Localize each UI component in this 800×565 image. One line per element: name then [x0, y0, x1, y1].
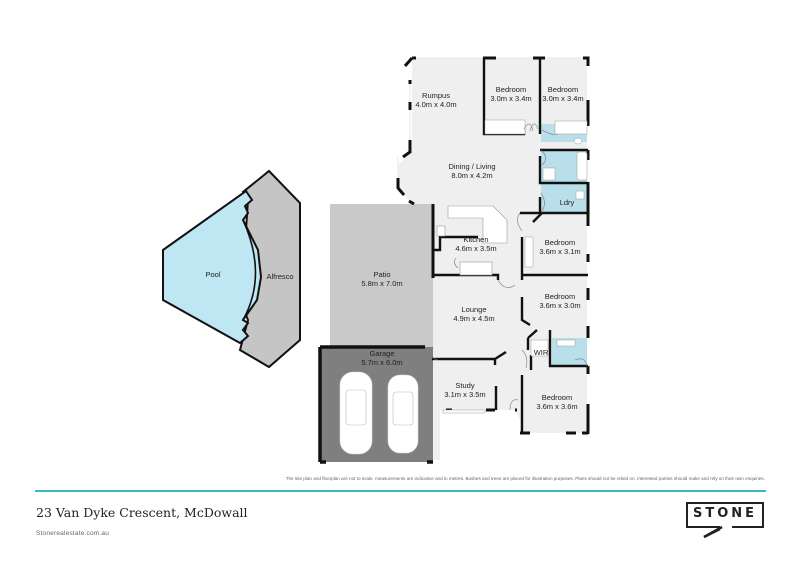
svg-text:3.1m x 3.5m: 3.1m x 3.5m	[444, 390, 485, 399]
svg-text:Bedroom: Bedroom	[545, 292, 575, 301]
svg-text:WIR: WIR	[534, 348, 549, 357]
svg-text:8.0m x 4.2m: 8.0m x 4.2m	[451, 171, 492, 180]
svg-text:Pool: Pool	[205, 270, 220, 279]
patio-area	[330, 204, 433, 347]
logo-speech-tail-icon	[703, 525, 732, 539]
svg-text:Bedroom: Bedroom	[548, 85, 578, 94]
accent-divider	[35, 490, 766, 492]
svg-text:4.0m x 4.0m: 4.0m x 4.0m	[415, 100, 456, 109]
disclaimer-text: The site plan and floorplan are not to s…	[285, 476, 765, 481]
svg-text:5.7m x 6.0m: 5.7m x 6.0m	[361, 358, 402, 367]
website-link[interactable]: Stonerealestate.com.au	[36, 530, 110, 537]
logo-text: STONE	[692, 506, 758, 521]
svg-text:3.6m x 3.6m: 3.6m x 3.6m	[536, 402, 577, 411]
svg-text:Lounge: Lounge	[461, 305, 486, 314]
pool-area	[162, 189, 263, 345]
svg-text:Dining / Living: Dining / Living	[448, 162, 495, 171]
svg-text:3.0m x 3.4m: 3.0m x 3.4m	[542, 94, 583, 103]
stone-logo: STONE	[686, 502, 766, 542]
svg-text:5.8m x 7.0m: 5.8m x 7.0m	[361, 279, 402, 288]
svg-text:Kitchen: Kitchen	[463, 235, 488, 244]
room-labels: Rumpus 4.0m x 4.0m Bedroom 3.0m x 3.4m B…	[205, 85, 583, 411]
svg-text:3.0m x 3.4m: 3.0m x 3.4m	[490, 94, 531, 103]
svg-text:Ldry: Ldry	[560, 198, 575, 207]
svg-text:Garage: Garage	[369, 349, 394, 358]
svg-text:Rumpus: Rumpus	[422, 91, 450, 100]
svg-text:Bedroom: Bedroom	[545, 238, 575, 247]
svg-text:4.6m x 3.5m: 4.6m x 3.5m	[455, 244, 496, 253]
svg-text:3.6m x 3.0m: 3.6m x 3.0m	[539, 301, 580, 310]
svg-text:4.9m x 4.5m: 4.9m x 4.5m	[453, 314, 494, 323]
floor-plan: Rumpus 4.0m x 4.0m Bedroom 3.0m x 3.4m B…	[162, 56, 590, 464]
svg-text:Bedroom: Bedroom	[542, 393, 572, 402]
property-address: 23 Van Dyke Crescent, McDowall	[36, 505, 248, 520]
svg-text:Study: Study	[455, 381, 474, 390]
svg-text:Alfresco: Alfresco	[266, 272, 293, 281]
car-icon	[339, 371, 419, 455]
svg-text:3.6m x 3.1m: 3.6m x 3.1m	[539, 247, 580, 256]
svg-text:Patio: Patio	[373, 270, 390, 279]
svg-text:Bedroom: Bedroom	[496, 85, 526, 94]
